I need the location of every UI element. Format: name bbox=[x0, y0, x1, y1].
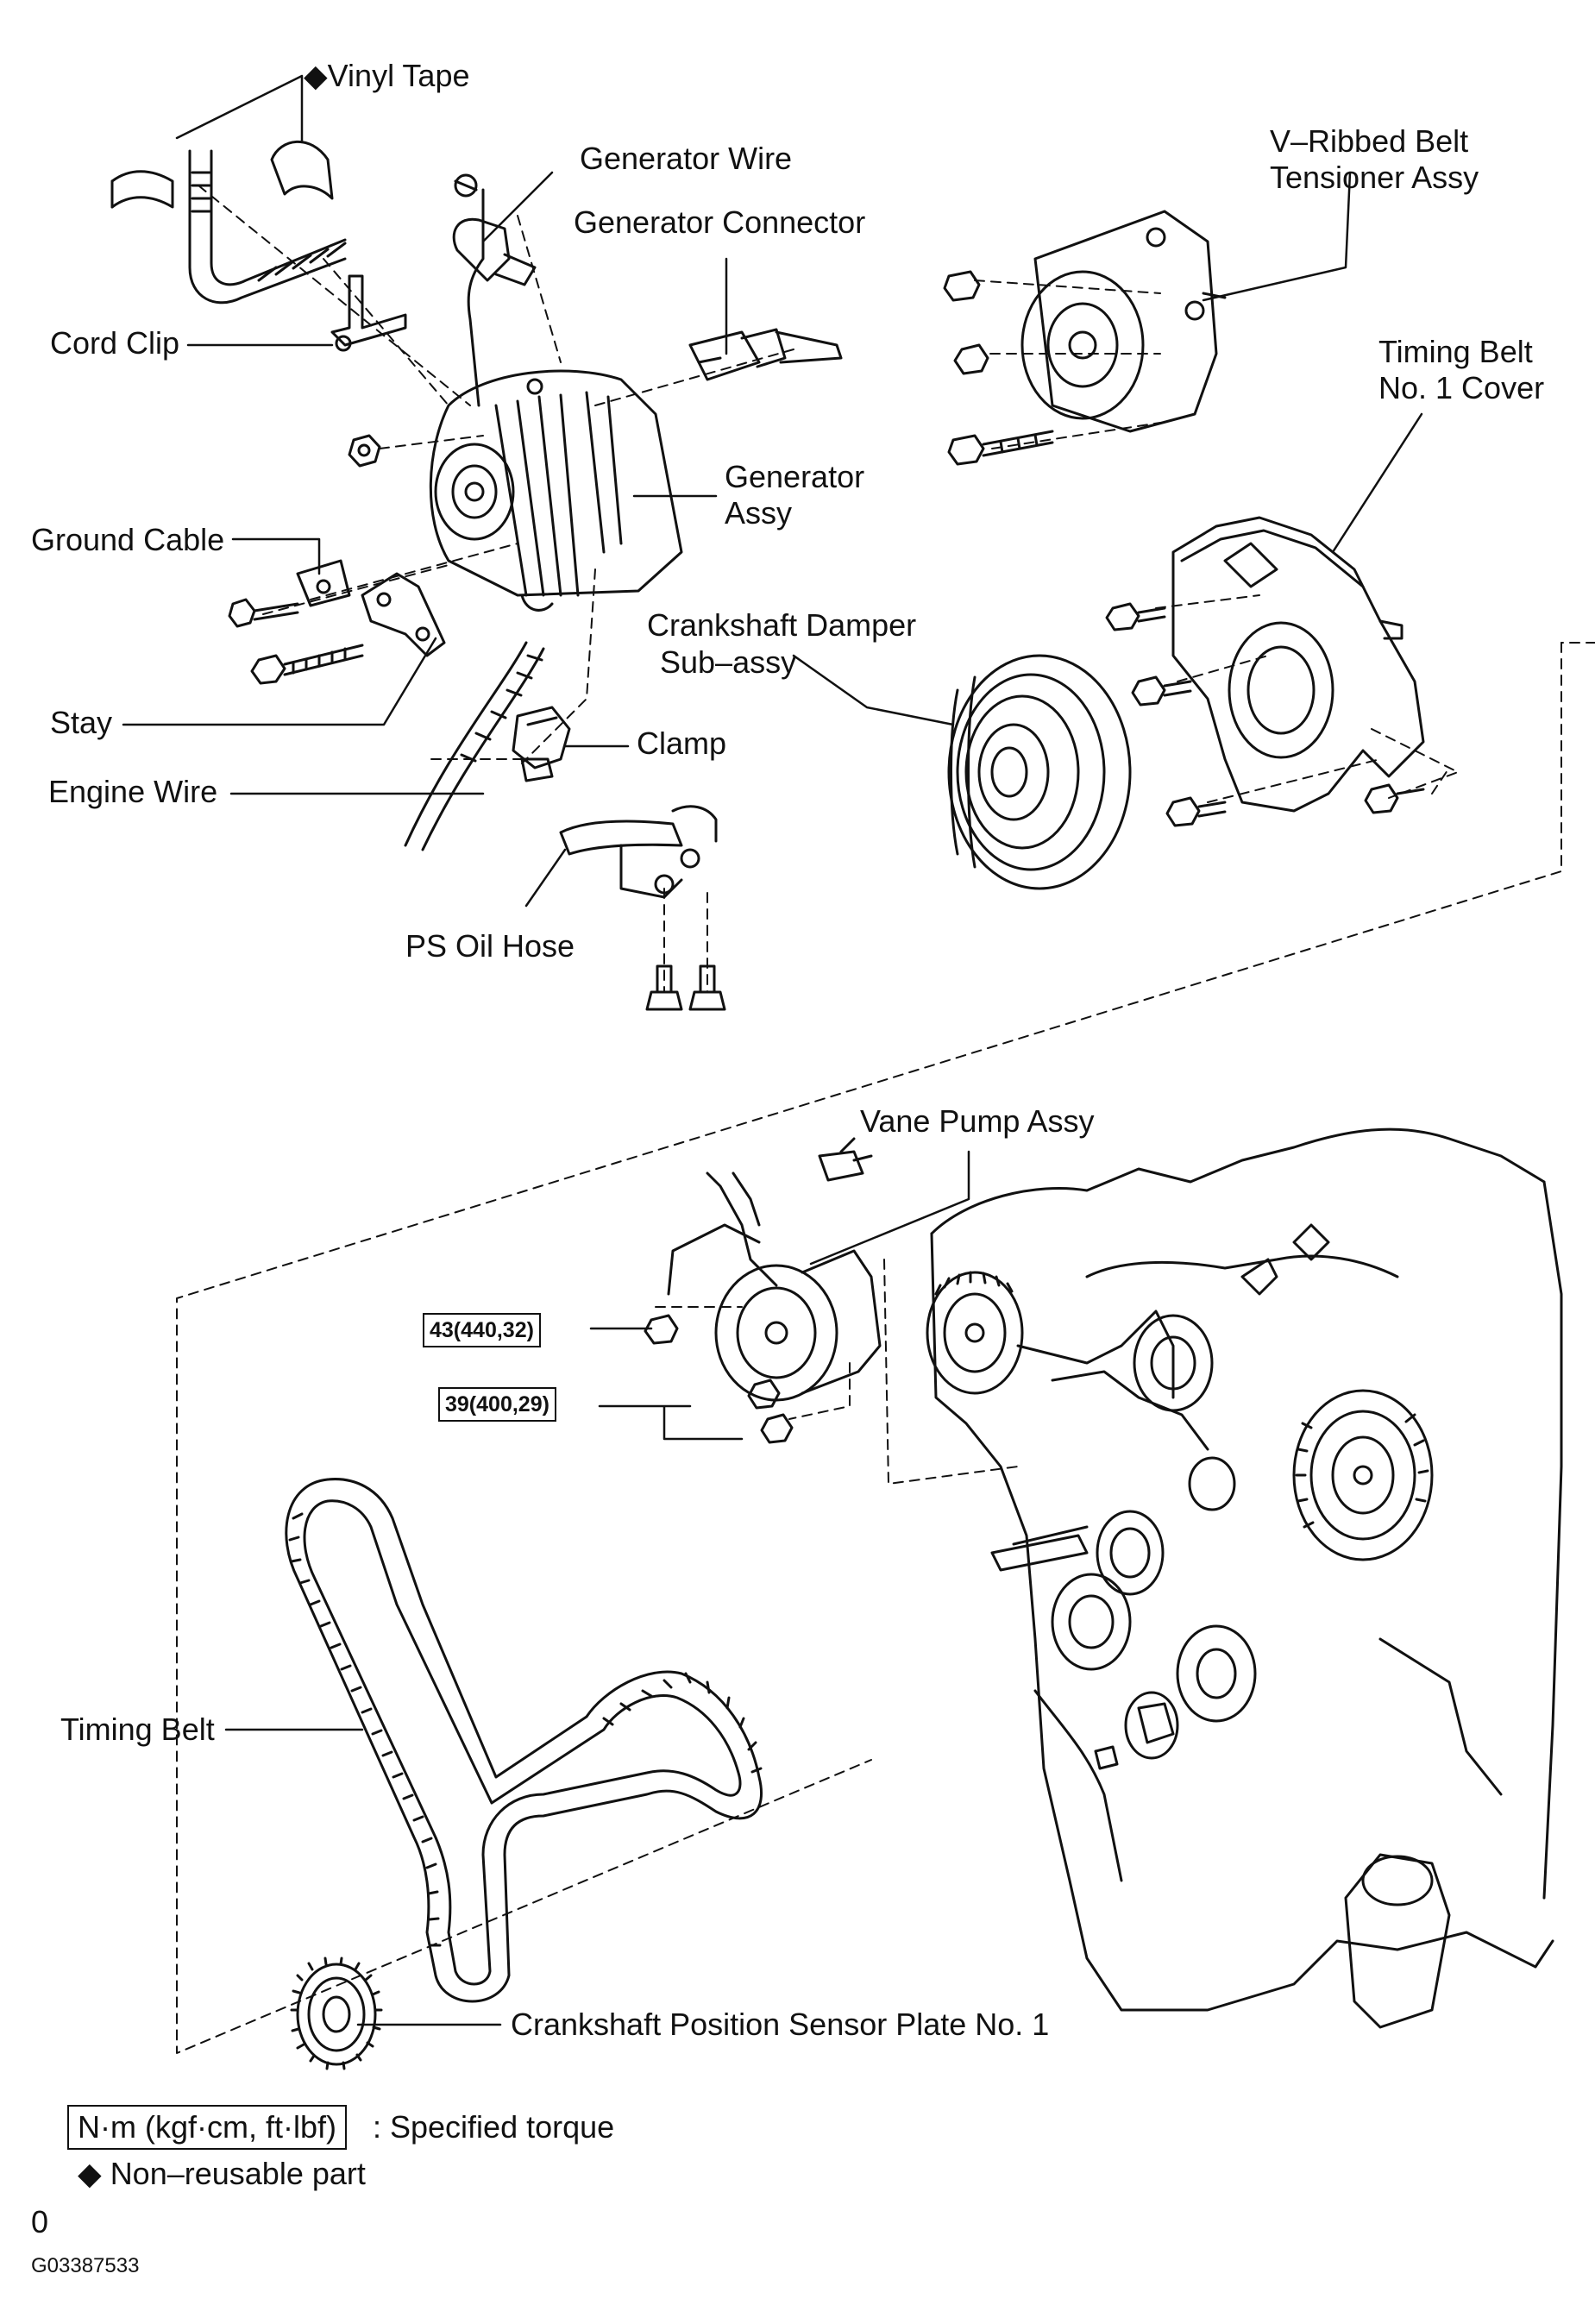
torque-unit-legend: N·m (kgf·cm, ft·lbf) bbox=[67, 2105, 347, 2150]
engine-block-illustration bbox=[926, 1127, 1563, 2029]
stay-illustration bbox=[361, 572, 446, 657]
generator-illustration bbox=[429, 369, 683, 612]
timing-belt-cover-illustration bbox=[1171, 516, 1425, 813]
clamp-illustration bbox=[512, 706, 571, 782]
vribbed-belt-label-2: Tensioner Assy bbox=[1270, 160, 1479, 195]
engine-wire-illustration bbox=[404, 641, 545, 851]
generator-connector-label: Generator Connector bbox=[574, 204, 866, 240]
generator-fasteners bbox=[228, 434, 381, 685]
crankshaft-sensor-plate-illustration bbox=[290, 1957, 383, 2070]
nonreusable-legend: ◆ Non–reusable part bbox=[78, 2156, 366, 2191]
timing-belt-illustration bbox=[285, 1478, 763, 2003]
generator-connector-illustration bbox=[688, 328, 843, 381]
crankshaft-damper-illustration bbox=[947, 654, 1132, 890]
timing-cover-bolts bbox=[1105, 602, 1425, 827]
vinyl-tape-label: ◆Vinyl Tape bbox=[304, 58, 470, 93]
cord-clip-label: Cord Clip bbox=[50, 325, 180, 361]
generator-assy-label-2: Assy bbox=[725, 495, 793, 531]
vane-pump-illustration bbox=[644, 1137, 882, 1444]
generator-wire-label: Generator Wire bbox=[580, 141, 793, 176]
vane-pump-assy-label: Vane Pump Assy bbox=[860, 1103, 1095, 1139]
vribbed-belt-label-1: V–Ribbed Belt bbox=[1270, 123, 1469, 159]
vribbed-belt-tensioner-illustration bbox=[943, 210, 1227, 466]
crankshaft-damper-label-1: Crankshaft Damper bbox=[647, 607, 917, 643]
generator-wire-illustration bbox=[452, 173, 537, 407]
stay-label: Stay bbox=[50, 705, 113, 740]
vinyl-tape-illustration bbox=[110, 140, 347, 305]
timing-belt-label: Timing Belt bbox=[60, 1712, 215, 1747]
leader-lines bbox=[122, 74, 1423, 2026]
torque-spec-43: 43(440,32) bbox=[423, 1313, 541, 1347]
torque-spec-39: 39(400,29) bbox=[438, 1387, 556, 1422]
crankshaft-damper-label-2: Sub–assy bbox=[660, 644, 797, 680]
ps-oil-hose-label: PS Oil Hose bbox=[405, 928, 575, 964]
timing-belt-cover-label-2: No. 1 Cover bbox=[1378, 370, 1545, 405]
engine-wire-label: Engine Wire bbox=[48, 774, 218, 809]
cord-clip-illustration bbox=[330, 274, 407, 352]
generator-assy-label-1: Generator bbox=[725, 459, 865, 494]
page-mark: 0 bbox=[31, 2204, 49, 2239]
clamp-label: Clamp bbox=[637, 725, 727, 761]
dashed-assembly-lines bbox=[176, 185, 1595, 2054]
torque-desc-legend: : Specified torque bbox=[373, 2109, 615, 2145]
crankshaft-sensor-plate-label: Crankshaft Position Sensor Plate No. 1 bbox=[511, 2007, 1050, 2042]
ground-cable-illustration bbox=[296, 559, 351, 607]
ps-oil-hose-illustration bbox=[559, 805, 718, 899]
figure-code: G03387533 bbox=[31, 2254, 140, 2277]
timing-belt-cover-label-1: Timing Belt bbox=[1378, 334, 1533, 369]
ground-cable-label: Ground Cable bbox=[31, 522, 225, 557]
ps-hose-bolts bbox=[645, 964, 726, 1011]
